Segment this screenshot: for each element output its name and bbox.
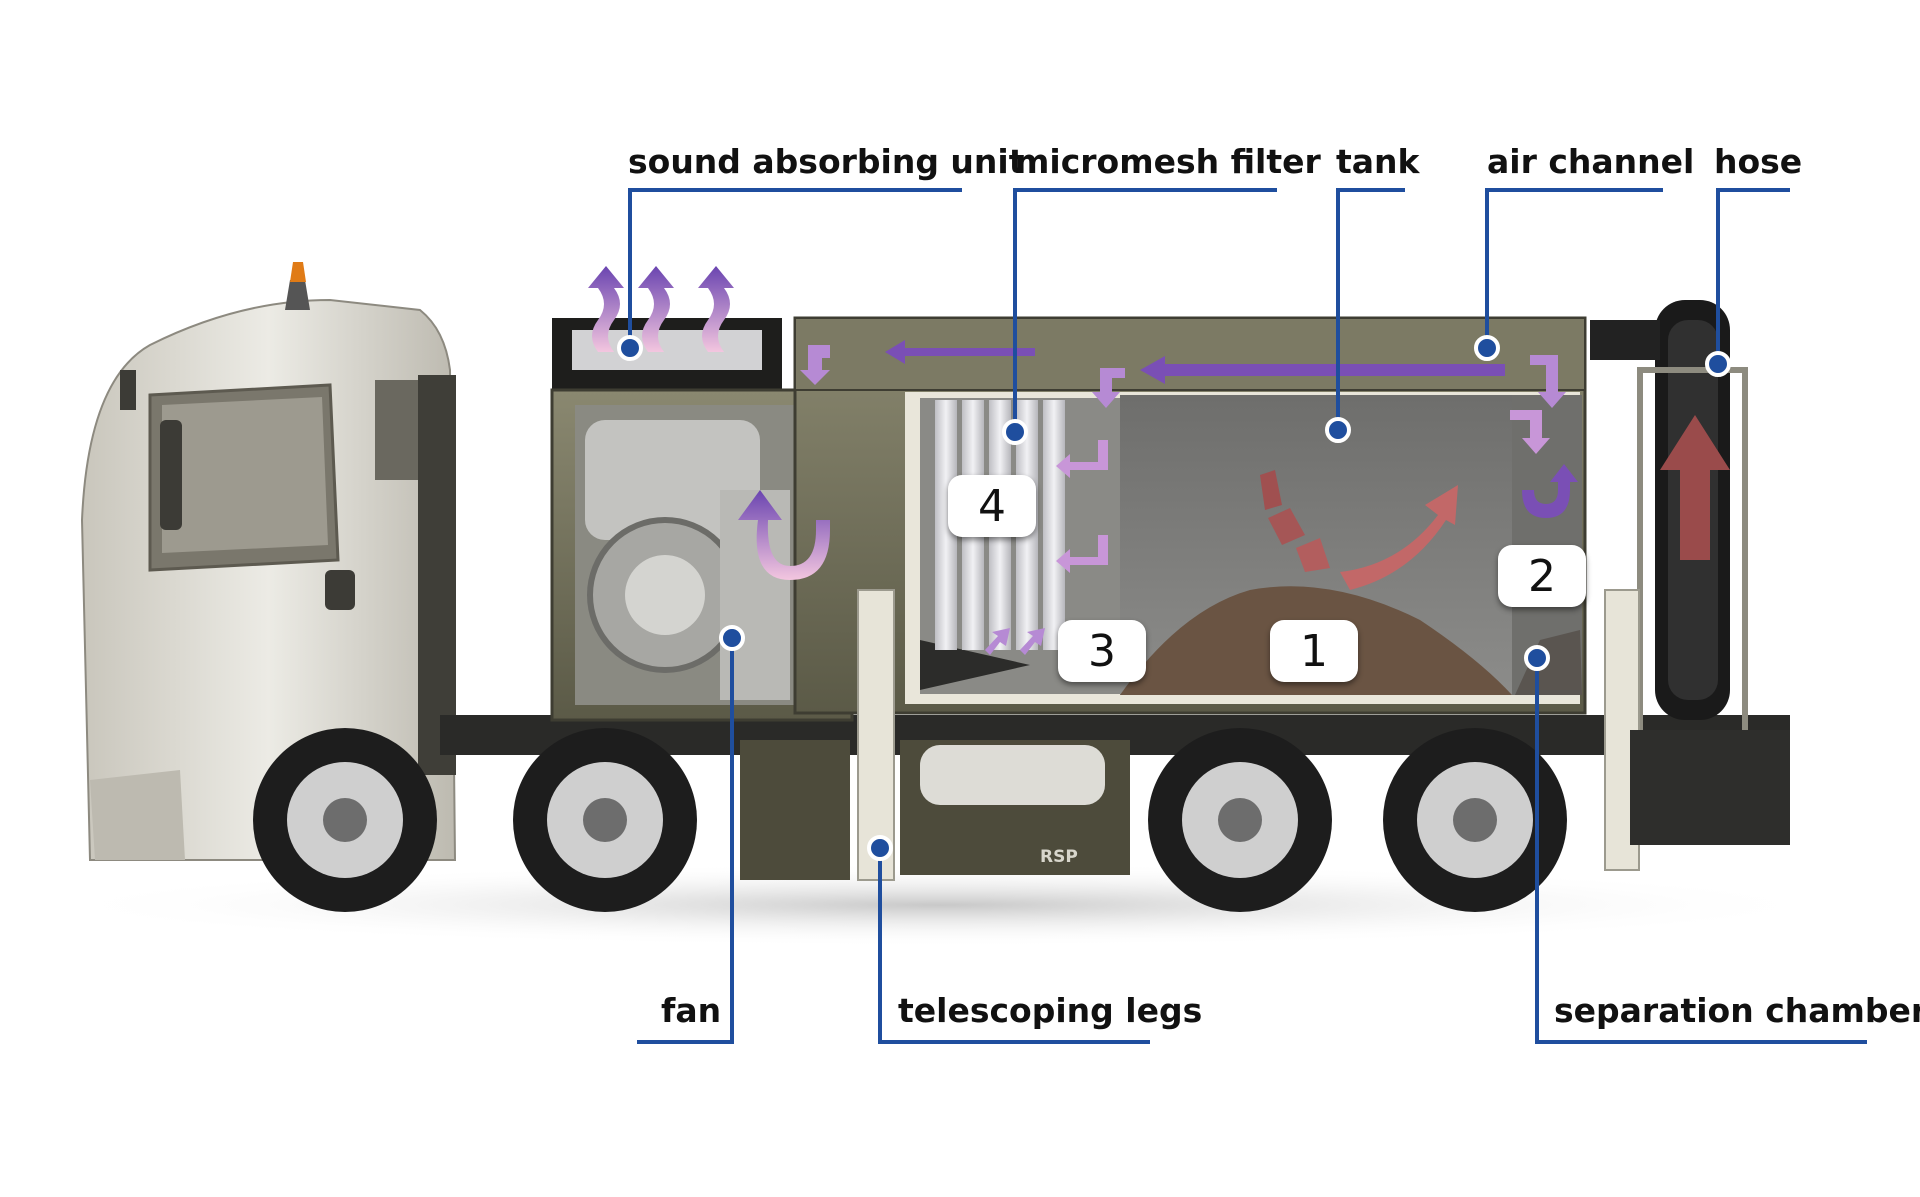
up-wave-arrow-icon bbox=[698, 266, 734, 352]
rear-bumper bbox=[1630, 730, 1790, 845]
up-wave-arrow-icon bbox=[638, 266, 674, 352]
wheel-front bbox=[253, 728, 437, 912]
stage-number-1: 1 bbox=[1270, 620, 1358, 682]
flow-arrow-icon bbox=[885, 340, 1035, 364]
flow-arrow-icon bbox=[800, 345, 830, 385]
flow-arrows bbox=[588, 266, 1578, 655]
label-separation-chamber: separation chamber bbox=[1554, 991, 1920, 1030]
callout-line-telescoping-legs bbox=[878, 848, 1150, 1044]
label-hose: hose bbox=[1714, 142, 1803, 181]
flow-arrow-icon bbox=[1020, 628, 1045, 655]
up-arrow-icon bbox=[1660, 415, 1730, 560]
callout-line-separation-chamber bbox=[1535, 658, 1867, 1044]
wheel-third bbox=[1148, 728, 1332, 912]
tank-body bbox=[793, 316, 1587, 715]
stage-number-4: 4 bbox=[948, 475, 1036, 537]
label-telescoping-legs: telescoping legs bbox=[898, 991, 1203, 1030]
label-micromesh-filter: micromesh filter bbox=[1015, 142, 1321, 181]
wheel-rear bbox=[1383, 728, 1567, 912]
label-tank: tank bbox=[1336, 142, 1420, 181]
ground-shadow bbox=[40, 863, 1840, 947]
curved-debris-arrow-icon bbox=[1260, 470, 1458, 590]
truck-cab bbox=[80, 262, 457, 861]
callout-line-sound-absorbing-unit bbox=[628, 188, 962, 348]
flow-arrow-icon bbox=[1056, 535, 1108, 573]
label-air-channel: air channel bbox=[1487, 142, 1695, 181]
callout-lines bbox=[628, 188, 1867, 1044]
callout-line-micromesh-filter bbox=[1013, 188, 1277, 432]
side-mirror bbox=[160, 420, 182, 530]
callout-dots bbox=[617, 335, 1731, 861]
stage-number-3: 3 bbox=[1058, 620, 1146, 682]
callout-line-fan bbox=[637, 638, 734, 1044]
u-turn-arrow-icon bbox=[738, 490, 830, 580]
flow-arrow-icon bbox=[1530, 355, 1566, 408]
flow-arrow-icon bbox=[1510, 410, 1550, 454]
label-fan: fan bbox=[661, 991, 722, 1030]
callout-line-tank bbox=[1336, 188, 1405, 430]
callout-line-hose bbox=[1716, 188, 1790, 364]
cab-grille bbox=[375, 380, 420, 480]
up-wave-arrow-icon bbox=[588, 266, 624, 352]
body-brand-text: RSP bbox=[1040, 847, 1078, 867]
flow-arrow-icon bbox=[1092, 368, 1125, 408]
u-turn-arrow-icon bbox=[1522, 464, 1578, 518]
flow-arrow-icon bbox=[985, 628, 1010, 655]
wheel-second bbox=[513, 728, 697, 912]
stage-number-2: 2 bbox=[1498, 545, 1586, 607]
beacon-light bbox=[290, 262, 306, 282]
flow-arrow-icon bbox=[1056, 440, 1108, 478]
label-sound-absorbing-unit: sound absorbing unit bbox=[628, 142, 1025, 181]
flow-arrow-icon bbox=[1140, 356, 1505, 384]
side-toolbox: RSP bbox=[740, 740, 1130, 880]
callout-line-air-channel bbox=[1485, 188, 1663, 348]
